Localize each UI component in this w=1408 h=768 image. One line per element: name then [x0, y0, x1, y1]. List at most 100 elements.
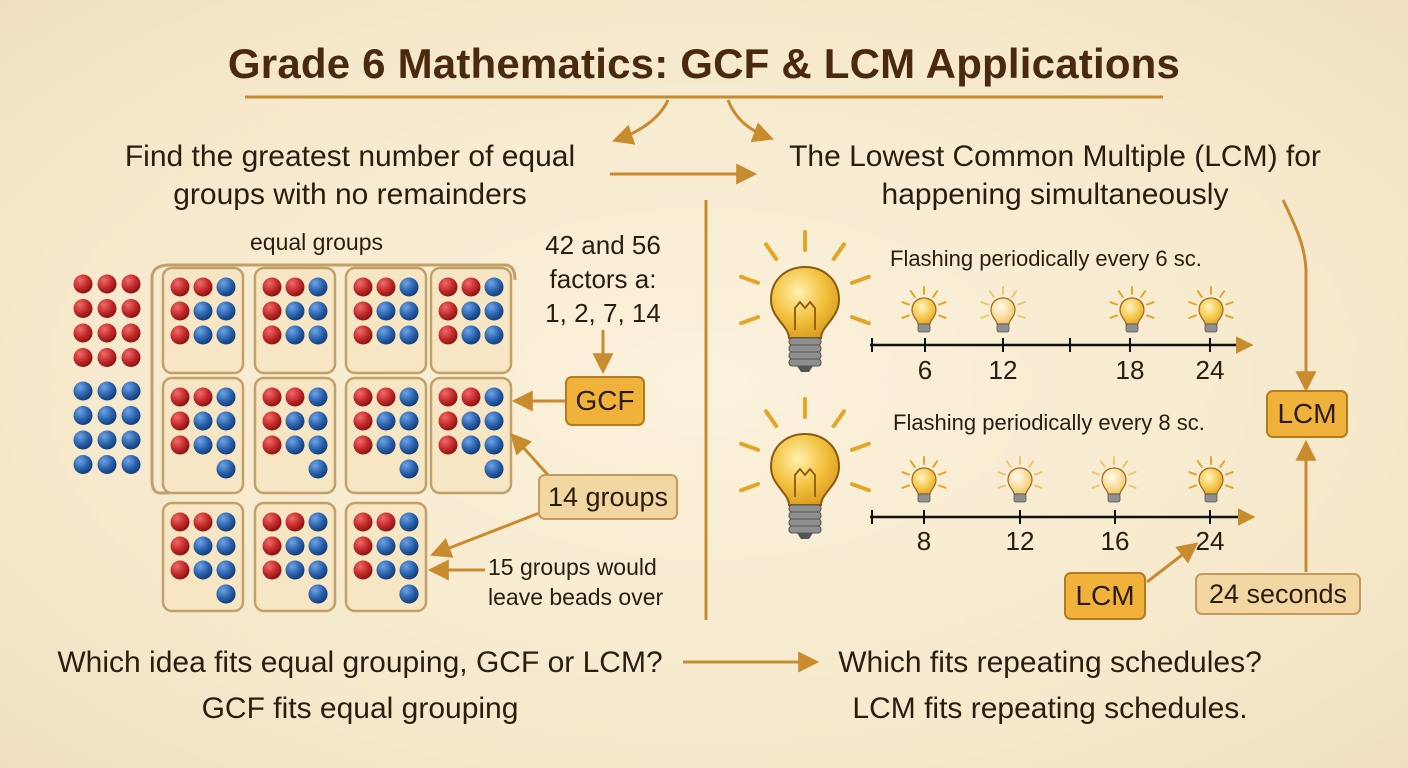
red-bead: [73, 299, 93, 318]
small-bulb: [1188, 456, 1234, 503]
blue-bead: [308, 512, 328, 532]
blue-bead: [399, 512, 419, 532]
red-bead: [262, 325, 282, 345]
heading-to-lcm-arrow: [1281, 199, 1317, 393]
blue-bead: [73, 406, 93, 425]
red-bead: [170, 387, 190, 407]
blue-bead: [121, 430, 141, 450]
blue-bead: [461, 411, 481, 431]
red-bead: [262, 387, 282, 407]
equal-group: [253, 501, 337, 613]
left-heading-line1: Find the greatest number of equal: [124, 140, 576, 173]
blue-bead: [216, 387, 236, 407]
equal-group: [253, 266, 337, 375]
red-bead: [438, 277, 458, 297]
small-bulb: [1091, 456, 1137, 503]
blue-bead: [376, 325, 396, 345]
blue-bead: [484, 277, 504, 297]
red-bead: [376, 512, 396, 532]
red-bead: [170, 301, 190, 321]
red-bead: [461, 387, 481, 407]
blue-bead: [484, 301, 504, 321]
left-heading: Find the greatest number of equal groups…: [70, 138, 630, 214]
tick-6-1: 12: [988, 355, 1018, 385]
red-bead: [170, 411, 190, 431]
blue-bead: [399, 387, 419, 407]
24-seconds-box: 24 seconds: [1195, 573, 1361, 615]
red-bead: [97, 299, 117, 318]
blue-bead: [399, 536, 419, 556]
blue-bead: [376, 435, 396, 455]
blue-bead: [461, 435, 481, 455]
blue-bead: [285, 536, 305, 556]
equal-group: [344, 266, 428, 375]
factors-line2: factors a:: [549, 264, 657, 294]
small-bulb: [1188, 286, 1234, 333]
blue-bead: [121, 455, 141, 474]
blue-bead: [193, 411, 213, 431]
blue-bead: [216, 512, 236, 532]
red-bead: [353, 411, 373, 431]
blue-bead: [216, 277, 236, 297]
blue-bead: [308, 459, 328, 479]
14groups-arrow: [510, 432, 550, 477]
red-bead: [262, 411, 282, 431]
right-heading: The Lowest Common Multiple (LCM) for hap…: [760, 138, 1350, 214]
15-groups-line2: leave beads over: [488, 584, 664, 610]
big-bulb-8: [739, 397, 871, 539]
blue-bead: [376, 411, 396, 431]
blue-bead: [399, 435, 419, 455]
blue-bead: [193, 301, 213, 321]
red-bead: [461, 277, 481, 297]
red-bead: [262, 536, 282, 556]
bottom-right: Which fits repeating schedules? LCM fits…: [800, 640, 1300, 732]
red-bead: [285, 512, 305, 532]
blue-bead: [97, 430, 117, 450]
red-bead: [73, 274, 93, 294]
small-bulb: [997, 456, 1043, 503]
red-bead: [73, 323, 93, 343]
bottom-left: Which idea fits equal grouping, GCF or L…: [40, 640, 680, 732]
factors-text: 42 and 56 factors a: 1, 2, 7, 14: [520, 228, 686, 330]
big-bulb-6: [739, 230, 871, 372]
blue-bead: [73, 381, 93, 401]
red-bead: [438, 301, 458, 321]
red-bead: [73, 348, 93, 367]
blue-bead: [399, 325, 419, 345]
blue-bead: [484, 435, 504, 455]
blue-bead: [308, 277, 328, 297]
red-bead: [353, 277, 373, 297]
blue-bead: [216, 560, 236, 580]
factors-line1: 42 and 56: [545, 230, 661, 260]
equal-group: [429, 266, 513, 375]
red-bead: [170, 435, 190, 455]
red-bead: [170, 560, 190, 580]
small-bulb: [901, 286, 947, 333]
red-bead: [438, 411, 458, 431]
red-bead: [438, 325, 458, 345]
blue-bead: [121, 381, 141, 401]
blue-bead: [399, 584, 419, 604]
red-bead: [121, 274, 141, 294]
gcf-box: GCF: [565, 376, 645, 426]
blue-bead: [376, 560, 396, 580]
red-bead: [170, 536, 190, 556]
equal-group: [344, 501, 428, 613]
red-bead: [438, 387, 458, 407]
right-heading-line1: The Lowest Common Multiple (LCM) for: [789, 140, 1321, 173]
14-groups-box: 14 groups: [538, 474, 678, 520]
red-bead: [285, 387, 305, 407]
blue-bead: [484, 411, 504, 431]
red-bead: [97, 348, 117, 367]
blue-bead: [216, 435, 236, 455]
blue-bead: [193, 435, 213, 455]
blue-bead: [285, 325, 305, 345]
red-bead: [438, 435, 458, 455]
left-heading-line2: groups with no remainders: [173, 178, 527, 211]
red-bead: [262, 277, 282, 297]
red-bead: [353, 512, 373, 532]
tick-6-0: 6: [917, 355, 933, 385]
blue-bead: [73, 455, 93, 474]
blue-bead: [216, 459, 236, 479]
bulbs-layer: [739, 230, 1234, 539]
